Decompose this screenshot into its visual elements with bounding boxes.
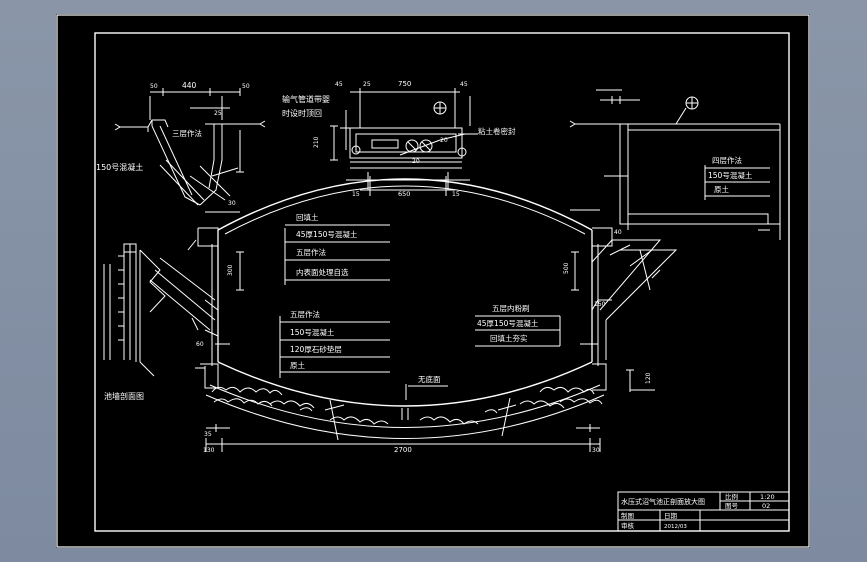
dim-45-top-right: 45 bbox=[460, 81, 468, 88]
dim-750: 750 bbox=[398, 80, 411, 88]
concrete-150-right: 150号混凝土 bbox=[708, 170, 753, 180]
three-layer-note: 三层作法 bbox=[172, 128, 202, 138]
concrete-150-b: 150号混凝土 bbox=[290, 327, 335, 337]
dim-2700: 2700 bbox=[394, 446, 412, 454]
annotations: 440 50 50 25 750 45 25 45 15 15 650 20 2… bbox=[96, 80, 753, 454]
concrete-150-left: 150号混凝土 bbox=[96, 162, 143, 172]
drawn-label: 制图 bbox=[621, 511, 634, 520]
check-label: 审核 bbox=[621, 521, 635, 530]
dim-300: 300 bbox=[227, 264, 234, 276]
dim-20-a: 20 bbox=[440, 137, 448, 144]
dim-440: 440 bbox=[182, 81, 197, 90]
four-layer-note: 四层作法 bbox=[712, 155, 742, 165]
dim-50-right: 50 bbox=[242, 83, 250, 90]
dim-35: 35 bbox=[204, 431, 212, 438]
scale-label: 比例 bbox=[725, 492, 738, 501]
wall-section-caption: 池墙剖面图 bbox=[104, 391, 144, 401]
dim-15-right: 15 bbox=[452, 191, 460, 198]
wall-section bbox=[103, 243, 166, 377]
sheet-border bbox=[56, 14, 810, 548]
manhole bbox=[330, 88, 471, 191]
five-layer-note-b: 五层作法 bbox=[290, 309, 320, 319]
no-floor-note: 无底面 bbox=[418, 374, 441, 384]
scale-value: 1:20 bbox=[760, 493, 775, 501]
dim-30-b: 30 bbox=[592, 447, 600, 454]
backfill-tamp-note: 回填土夯实 bbox=[490, 333, 528, 343]
date-label: 日期 bbox=[664, 512, 678, 520]
plain-soil-right: 原土 bbox=[714, 184, 729, 194]
left-channel bbox=[149, 239, 219, 337]
dim-25-left: 25 bbox=[214, 110, 222, 117]
seal-note: 粘土卷密封 bbox=[478, 126, 516, 136]
dim-60: 60 bbox=[196, 341, 204, 348]
dim-30-a: 30 bbox=[228, 200, 236, 207]
chamber bbox=[195, 178, 655, 441]
dim-150: 150 bbox=[594, 301, 606, 308]
dim-20-b: 20 bbox=[412, 158, 420, 165]
dim-130: 130 bbox=[203, 447, 215, 454]
dim-210: 210 bbox=[313, 136, 320, 148]
dimensions bbox=[205, 89, 770, 452]
five-inner-note: 五层内粉刷 bbox=[492, 303, 530, 313]
model-space bbox=[56, 14, 810, 548]
backfill-note: 回填土 bbox=[296, 212, 319, 222]
dim-50-left: 50 bbox=[150, 83, 158, 90]
pipe-note-1: 输气管道带婴 bbox=[282, 94, 330, 104]
top-45-150-note: 45厚150号混凝土 bbox=[296, 229, 358, 239]
dim-500: 500 bbox=[563, 262, 570, 274]
right-45-150-note: 45厚150号混凝土 bbox=[477, 318, 539, 328]
dim-650: 650 bbox=[398, 190, 410, 198]
five-layer-note: 五层作法 bbox=[296, 247, 326, 257]
inner-surface-note: 内表面处理自选 bbox=[296, 267, 349, 277]
dim-25-top: 25 bbox=[363, 81, 371, 88]
plain-soil-note: 原土 bbox=[290, 360, 305, 370]
linework bbox=[103, 88, 781, 452]
stone-120-note: 120厚石砂垫层 bbox=[290, 344, 342, 354]
sheet-label: 图号 bbox=[725, 502, 739, 510]
dim-45-top: 45 bbox=[335, 81, 343, 88]
outlet-chamber bbox=[569, 96, 781, 360]
sheet-value: 02 bbox=[762, 502, 770, 510]
title-block: 水压式沼气池正剖面放大图 比例 1:20 图号 02 制图 日期 审核 2012… bbox=[617, 491, 790, 532]
dim-15-left: 15 bbox=[352, 191, 360, 198]
leaders bbox=[279, 133, 770, 400]
check-value: 2012/03 bbox=[664, 524, 687, 530]
inlet-detail bbox=[114, 88, 266, 206]
title-block-title: 水压式沼气池正剖面放大图 bbox=[621, 497, 705, 506]
pipe-note-2: 时设时顶回 bbox=[282, 108, 322, 118]
dim-40: 40 bbox=[614, 229, 622, 236]
drawing-frame bbox=[94, 32, 790, 532]
dim-120: 120 bbox=[645, 372, 652, 384]
